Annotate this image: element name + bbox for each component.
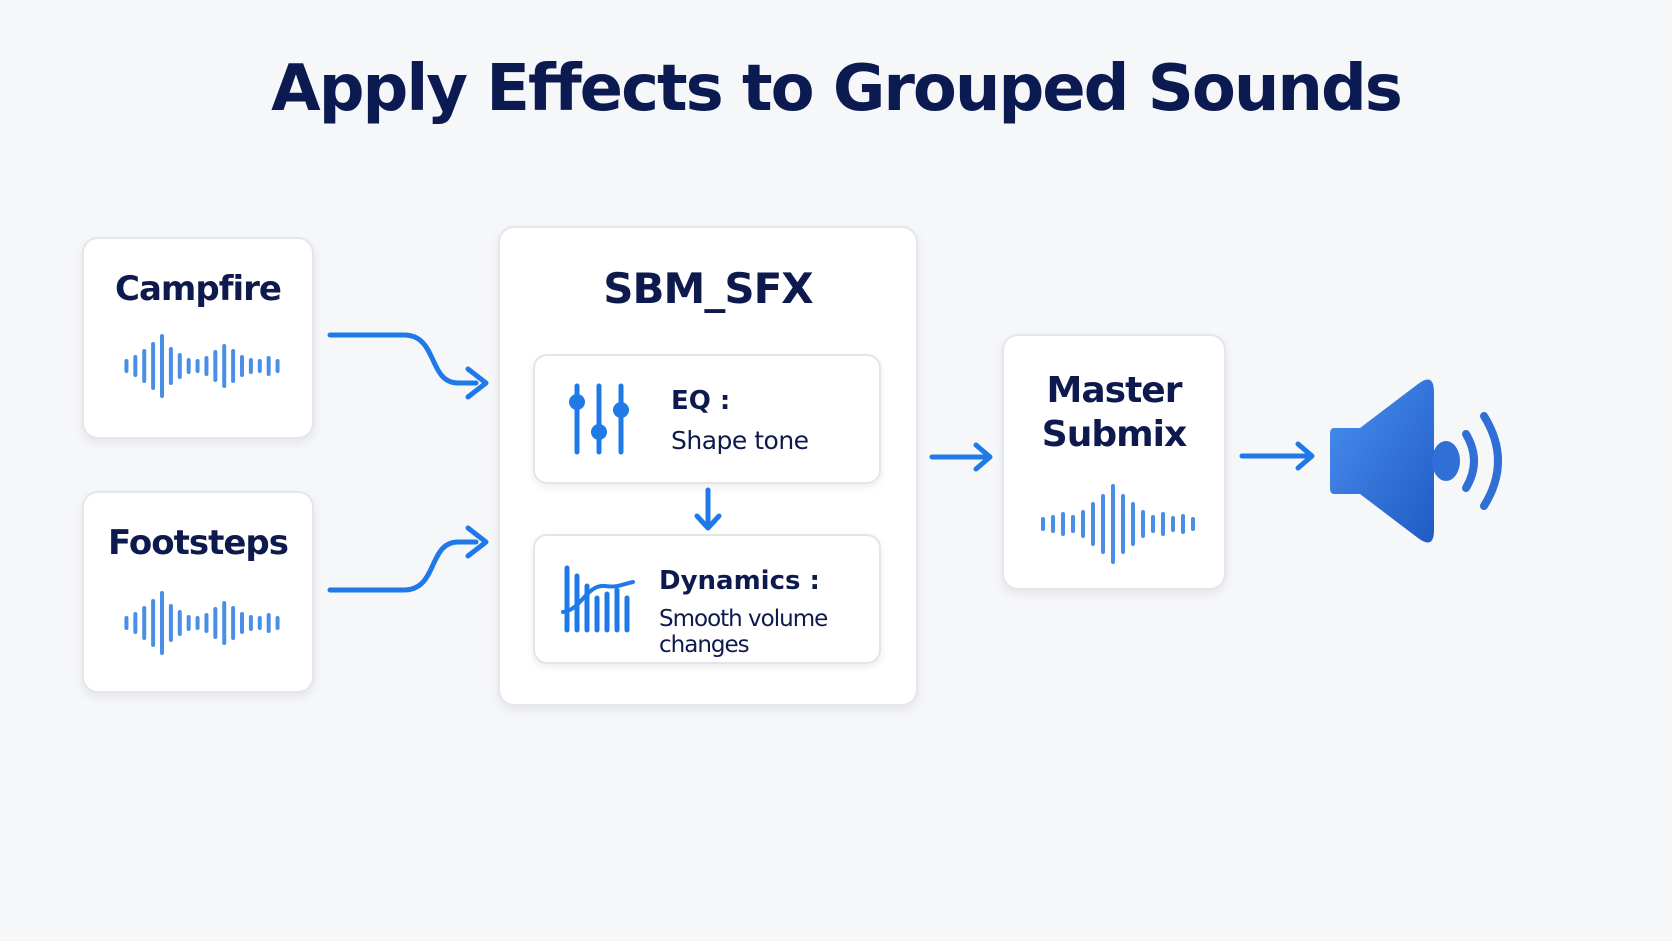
group-label: SBM_SFX bbox=[603, 264, 813, 313]
source-card-campfire[interactable]: Campfire bbox=[82, 237, 314, 439]
effect-name-eq: EQ : bbox=[671, 386, 731, 416]
dynamics-icon bbox=[561, 565, 635, 633]
eq-sliders-icon bbox=[569, 383, 629, 455]
master-label-line1: Master bbox=[1046, 370, 1183, 411]
page-title: Apply Effects to Grouped Sounds bbox=[271, 52, 1403, 126]
campfire-to-group-arrow bbox=[327, 332, 489, 400]
group-to-master-arrow bbox=[929, 442, 993, 472]
source-label-footsteps: Footsteps bbox=[108, 523, 289, 563]
waveform-icon bbox=[124, 591, 280, 655]
eq-to-dynamics-arrow bbox=[694, 487, 722, 531]
waveform-icon bbox=[124, 334, 280, 398]
effect-card-eq[interactable]: EQ : Shape tone bbox=[533, 354, 881, 484]
master-submix-card[interactable]: Master Submix bbox=[1002, 334, 1226, 590]
waveform-icon bbox=[1041, 484, 1195, 564]
master-label-line2: Submix bbox=[1041, 414, 1187, 455]
speaker-icon bbox=[1330, 379, 1502, 543]
master-to-output-arrow bbox=[1239, 441, 1315, 471]
group-card-sbm-sfx[interactable]: SBM_SFX EQ : Shape tone Dynamics bbox=[498, 226, 918, 706]
effect-desc-eq: Shape tone bbox=[671, 426, 809, 455]
effect-desc-dynamics: Smooth volume changes bbox=[659, 606, 828, 658]
footsteps-to-group-arrow bbox=[327, 525, 489, 593]
effect-card-dynamics[interactable]: Dynamics : Smooth volume changes bbox=[533, 534, 881, 664]
source-card-footsteps[interactable]: Footsteps bbox=[82, 491, 314, 693]
source-label-campfire: Campfire bbox=[115, 269, 282, 309]
effect-name-dynamics: Dynamics : bbox=[659, 566, 820, 596]
